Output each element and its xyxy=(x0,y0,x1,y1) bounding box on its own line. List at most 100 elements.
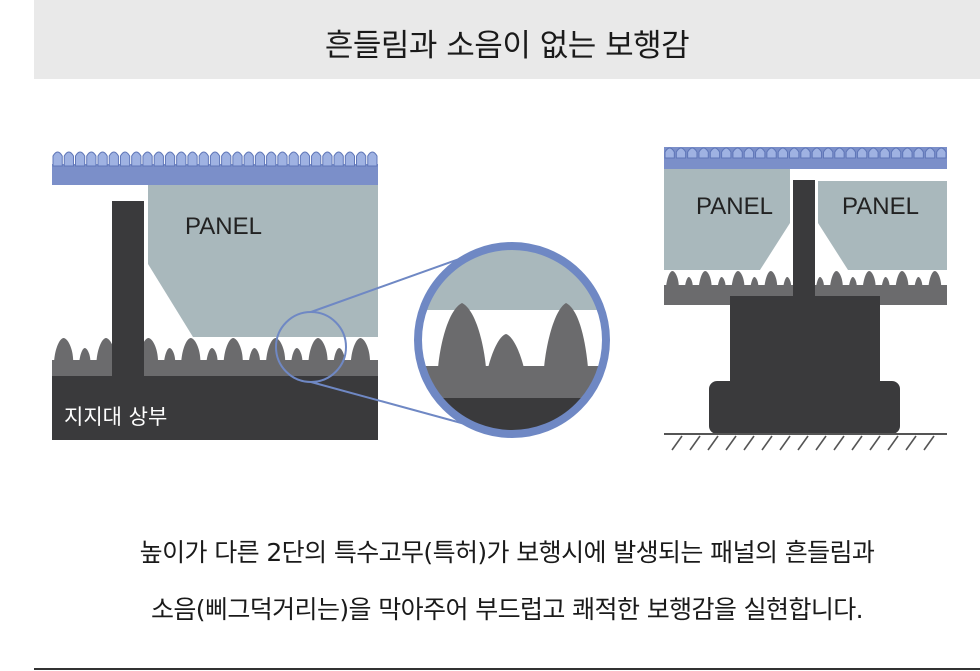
tile-scallop xyxy=(131,151,142,167)
zoom-line-top xyxy=(310,252,477,313)
rubber-tooth xyxy=(862,271,876,287)
hatch-line xyxy=(707,435,719,451)
rubber-tooth xyxy=(830,271,843,287)
hatch-line xyxy=(905,435,917,451)
tile-scallop xyxy=(63,151,74,167)
rubber-tooth xyxy=(350,338,370,362)
rubber-tooth xyxy=(79,348,91,362)
tile-scallop xyxy=(119,151,131,167)
rubber-tooth xyxy=(895,271,909,287)
left-post xyxy=(112,201,144,376)
rubber-tooth xyxy=(783,277,792,287)
tile-scallop xyxy=(232,151,243,167)
tile-scallop xyxy=(277,151,288,167)
tile-scallop xyxy=(164,151,176,167)
tile-scallop xyxy=(789,147,800,159)
tile-scallop xyxy=(675,147,687,159)
tile-scallop xyxy=(743,147,755,159)
tile-scallop xyxy=(709,147,721,159)
support-top-label: 지지대 상부 xyxy=(64,405,167,429)
tile-scallop xyxy=(811,147,822,159)
tile-scallop xyxy=(176,151,187,167)
rubber-tooth xyxy=(54,338,74,362)
rubber-tooth xyxy=(308,338,328,362)
tile-scallop xyxy=(311,151,322,167)
right-panel-right xyxy=(818,181,947,270)
tile-scallop xyxy=(902,147,913,159)
tile-scallop xyxy=(209,151,221,167)
tile-scallop xyxy=(721,147,732,159)
tile-scallop xyxy=(766,147,777,159)
right-support-base xyxy=(709,381,900,434)
tile-scallop xyxy=(153,151,164,167)
rubber-tooth xyxy=(750,277,759,287)
right-panel-left xyxy=(664,169,790,270)
rubber-tooth xyxy=(928,271,942,287)
right-floor-tile xyxy=(664,147,947,169)
rubber-tooth xyxy=(698,271,712,287)
tile-scallop xyxy=(367,151,378,167)
rubber-tooth xyxy=(764,271,778,287)
hatch-line xyxy=(815,435,827,451)
rubber-tooth xyxy=(96,338,116,362)
tile-scallop xyxy=(356,151,367,167)
zoom-line-bottom xyxy=(310,381,477,428)
rubber-tooth xyxy=(717,277,726,287)
hatch-line xyxy=(887,435,899,451)
right-panel-right-label: PANEL xyxy=(842,193,919,220)
hatch-line xyxy=(725,435,737,451)
tile-scallop xyxy=(755,147,766,159)
rubber-tooth xyxy=(333,348,345,362)
left-panel-label: PANEL xyxy=(185,213,262,240)
tile-scallop xyxy=(868,147,879,159)
bottom-rule xyxy=(34,668,980,670)
rubber-tooth xyxy=(291,348,303,362)
page-title: 흔들림과 소음이 없는 보행감 xyxy=(324,27,690,64)
tile-scallop xyxy=(74,151,86,167)
tile-scallop xyxy=(698,147,709,159)
tile-scallop xyxy=(108,151,119,167)
tile-scallop xyxy=(97,151,108,167)
tile-scallop xyxy=(198,151,209,167)
tile-scallop xyxy=(52,151,63,167)
tile-scallop xyxy=(924,147,936,159)
tile-scallop xyxy=(834,147,845,159)
caption-line-2: 소음(삐그덕거리는)을 막아주어 부드럽고 쾌적한 보행감을 실현합니다. xyxy=(151,595,864,624)
hatch-line xyxy=(923,435,935,451)
tile-scallop xyxy=(777,147,789,159)
right-post xyxy=(793,180,815,305)
tile-scallop xyxy=(322,151,333,167)
tile-scallop xyxy=(800,147,811,159)
tile-scallop xyxy=(664,147,675,159)
tile-scallop xyxy=(187,151,198,167)
tile-scallop xyxy=(266,151,277,167)
rubber-tooth xyxy=(206,348,218,362)
rubber-tooth xyxy=(164,348,176,362)
tile-scallop xyxy=(687,147,698,159)
lens-short-tooth xyxy=(488,334,524,368)
left-panel xyxy=(148,185,378,337)
lens-tall-tooth-2 xyxy=(544,303,588,368)
tile-scallop xyxy=(86,151,97,167)
tile-scallop xyxy=(344,151,356,167)
ground-hatch xyxy=(671,435,935,451)
rubber-tooth xyxy=(666,271,679,287)
right-panel-left-label: PANEL xyxy=(696,193,773,220)
rubber-tooth xyxy=(731,271,745,287)
hatch-line xyxy=(851,435,863,451)
lens-tall-tooth-1 xyxy=(438,303,486,368)
tile-scallop xyxy=(913,147,924,159)
hatch-line xyxy=(761,435,773,451)
tile-scallop xyxy=(299,151,311,167)
left-rubber-teeth xyxy=(54,338,370,362)
tile-scallop xyxy=(856,147,868,159)
left-floor-tile xyxy=(52,151,378,185)
tile-scallop xyxy=(822,147,834,159)
tile-scallop xyxy=(254,151,266,167)
rubber-tooth xyxy=(181,338,201,362)
tile-scallop xyxy=(333,151,344,167)
rubber-tooth xyxy=(848,277,857,287)
header-band xyxy=(34,0,980,79)
left-rubber-band xyxy=(52,360,378,376)
